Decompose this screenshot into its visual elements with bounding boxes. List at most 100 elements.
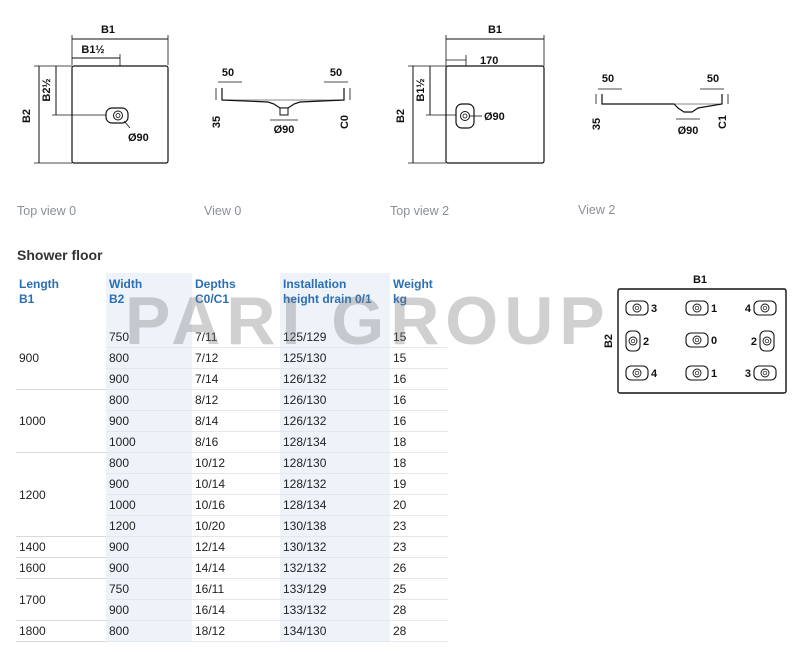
drain-inner-ring bbox=[694, 370, 700, 376]
drain-ring bbox=[692, 335, 702, 345]
drain-marker bbox=[685, 300, 709, 316]
drain-ring bbox=[760, 368, 770, 378]
b2-dim-label: B2 bbox=[21, 109, 33, 123]
drain-marker bbox=[753, 300, 777, 316]
drain-marker bbox=[625, 330, 641, 352]
caption-view-2: View 2 bbox=[578, 203, 616, 217]
b2-half-dim-label: B1½ bbox=[415, 78, 427, 101]
cell-weight: 15 bbox=[390, 347, 448, 369]
cell-depths: 16/14 bbox=[192, 599, 280, 621]
drain-ring bbox=[762, 336, 772, 346]
drain-marker bbox=[625, 365, 649, 381]
drain-ring bbox=[692, 303, 702, 313]
cell-depths: 10/20 bbox=[192, 515, 280, 537]
cell-depths: 18/12 bbox=[192, 620, 280, 642]
drain-ring bbox=[692, 368, 702, 378]
cell-width: 1200 bbox=[106, 515, 192, 537]
cell-depths: 8/12 bbox=[192, 389, 280, 411]
cell-weight: 28 bbox=[390, 620, 448, 642]
right-margin-label: 50 bbox=[330, 67, 342, 79]
cell-installation: 126/130 bbox=[280, 389, 390, 411]
cell-depths: 14/14 bbox=[192, 557, 280, 579]
cell-depths: 7/12 bbox=[192, 347, 280, 369]
drain-inner-ring bbox=[630, 338, 636, 344]
cell-width: 1000 bbox=[106, 494, 192, 516]
cell-installation: 132/132 bbox=[280, 557, 390, 579]
drain-marker bbox=[685, 332, 709, 348]
drain-inner-ring bbox=[694, 337, 700, 343]
cell-depths: 7/11 bbox=[192, 327, 280, 348]
caption-top-view-0: Top view 0 bbox=[17, 204, 77, 218]
cell-installation: 130/138 bbox=[280, 515, 390, 537]
left-margin-label: 50 bbox=[222, 67, 234, 79]
b2-dim-label: B2 bbox=[395, 109, 407, 123]
cell-depths: 8/16 bbox=[192, 431, 280, 453]
cell-depths: 8/14 bbox=[192, 410, 280, 432]
drain-marker bbox=[685, 365, 709, 381]
drain-marker bbox=[625, 300, 649, 316]
cell-width: 900 bbox=[106, 410, 192, 432]
cell-installation: 126/132 bbox=[280, 410, 390, 432]
cell-depths: 16/11 bbox=[192, 578, 280, 600]
offset-dim-label: 170 bbox=[480, 55, 498, 67]
drain-marker bbox=[753, 365, 777, 381]
cell-weight: 23 bbox=[390, 536, 448, 558]
cell-weight: 26 bbox=[390, 557, 448, 579]
depth-label: 35 bbox=[591, 118, 603, 130]
drain-ring bbox=[760, 303, 770, 313]
b1-dim-label: B1 bbox=[488, 24, 502, 36]
cell-depths: 10/14 bbox=[192, 473, 280, 495]
cell-installation: 126/132 bbox=[280, 368, 390, 390]
drain-position-label: 4 bbox=[745, 303, 752, 315]
cell-length: 1800 bbox=[16, 620, 106, 642]
b2-dim-label: B2 bbox=[603, 334, 615, 348]
b1-half-dim-label: B1½ bbox=[81, 44, 104, 56]
drain-inner-ring bbox=[634, 305, 640, 311]
drain-ring bbox=[632, 303, 642, 313]
drain-marker bbox=[759, 330, 775, 352]
cell-weight: 16 bbox=[390, 410, 448, 432]
drain-position-label: 1 bbox=[711, 368, 717, 380]
cell-installation: 125/129 bbox=[280, 327, 390, 348]
view-2-drawing: 50 50 35 C1 Ø90 bbox=[588, 62, 738, 142]
cell-installation: 133/129 bbox=[280, 578, 390, 600]
cell-width: 900 bbox=[106, 473, 192, 495]
drain-dim-label: Ø90 bbox=[274, 124, 295, 136]
b2-half-dim-label: B2½ bbox=[41, 78, 53, 101]
cell-weight: 18 bbox=[390, 452, 448, 474]
cell-weight: 18 bbox=[390, 431, 448, 453]
cell-weight: 16 bbox=[390, 368, 448, 390]
cell-depths: 12/14 bbox=[192, 536, 280, 558]
cell-width: 750 bbox=[106, 578, 192, 600]
cell-length: 1600 bbox=[16, 557, 106, 579]
drain-ring bbox=[628, 336, 638, 346]
right-margin-label: 50 bbox=[707, 73, 719, 85]
drain-inner-ring bbox=[762, 305, 768, 311]
section-title: Shower floor bbox=[17, 247, 103, 263]
cell-installation: 128/134 bbox=[280, 494, 390, 516]
cell-length: 1200 bbox=[16, 452, 106, 537]
drain-dim-label: Ø90 bbox=[128, 132, 149, 144]
view-0-drawing: 50 50 35 C0 Ø90 bbox=[208, 60, 358, 145]
cell-width: 1000 bbox=[106, 431, 192, 453]
drain-dim-label: Ø90 bbox=[678, 125, 699, 137]
drain-position-label: 3 bbox=[745, 368, 751, 380]
cell-width: 900 bbox=[106, 536, 192, 558]
drain-ring bbox=[632, 368, 642, 378]
drain-position-label: 4 bbox=[651, 368, 658, 380]
cell-width: 800 bbox=[106, 620, 192, 642]
